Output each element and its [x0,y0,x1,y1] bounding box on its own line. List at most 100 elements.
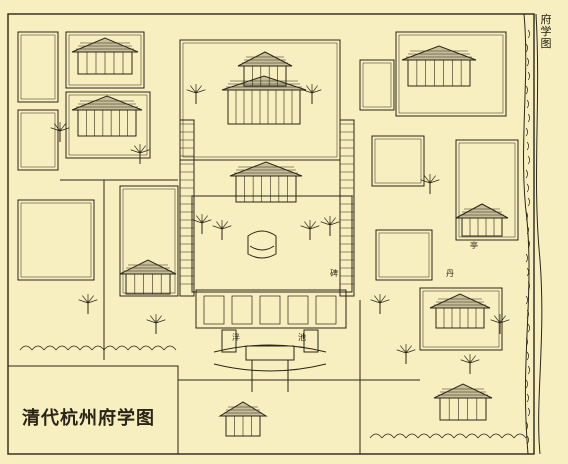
river-ripple [527,155,530,165]
shrub [417,433,431,439]
map-small-label: 池 [298,332,306,342]
tree-branch [469,355,476,364]
shrub [381,433,395,439]
left-house-3-inner-wall [20,202,92,278]
north-compound-wall [179,39,341,161]
tree-branch [195,89,206,94]
stele-right [303,329,319,353]
shrub [115,345,129,351]
river-ripple [525,295,528,305]
river-ripple [526,267,529,277]
shrub [489,433,503,439]
tree-branch [429,179,440,184]
tree-branch [50,127,61,132]
pan-pond-edge [213,363,327,372]
shrub [103,345,117,351]
right-house-3-inner-wall [374,138,422,184]
tree-branch [192,219,203,224]
left-top-temple-wall [65,31,145,89]
tree-branch [155,319,166,324]
river-ripple [527,407,530,417]
river-ripple [525,85,528,95]
tree-branch [190,85,197,94]
tree-branch [424,175,431,184]
south-small-hall-roof [218,401,268,417]
gate-door [203,295,225,325]
west-corridor [179,119,195,297]
shrub [513,433,527,439]
tree-branch [304,221,311,230]
shrub [477,433,491,439]
east-corridor [339,119,355,297]
left-mid-hall-body [77,109,137,137]
river-ripple [526,393,529,403]
central-court [191,195,353,293]
tree-branch [464,355,471,364]
tree-branch [195,85,202,94]
shrub [501,433,515,439]
tree-branch [212,225,223,230]
shrub [405,433,419,439]
tree-branch [320,221,331,226]
river-ripple [527,197,530,207]
gate-row [195,289,347,329]
tree-branch [139,145,146,154]
main-hall-upper-body [243,65,287,87]
shrub [151,345,165,351]
left-wing-hall-body [125,273,171,295]
tree-branch [400,345,407,354]
tree-branch [329,217,336,226]
right-house-4-wall [375,229,433,281]
river-ripple [525,253,528,263]
tree-branch [499,319,510,324]
tree-branch [490,319,501,324]
shrub [429,433,443,439]
left-house-2-inner-wall [20,112,56,168]
right-house-3-wall [371,135,425,187]
right-house-2-wall [455,139,519,241]
river-ripple [526,99,529,109]
shrub [465,433,479,439]
tree-branch [186,89,197,94]
river-ripple [525,211,528,221]
shrub [441,433,455,439]
north-compound-inner-wall [182,42,338,158]
tree-branch [405,349,416,354]
tree-branch [146,319,157,324]
shrub [453,433,467,439]
right-house-4-inner-wall [378,232,430,278]
right-south-hall-roof [429,293,491,309]
river-ripple [525,421,528,431]
tree-branch [309,225,320,230]
tree-branch [201,219,212,224]
tree-branch [201,215,208,224]
river-bank [535,13,543,455]
pan-pond-bridge [213,344,327,353]
river-ripple [527,281,530,291]
shrub [91,345,105,351]
shrub [393,433,407,439]
river-ripple [526,435,529,445]
tree-branch [494,315,501,324]
tree-branch [78,299,89,304]
river-ripple [527,29,530,39]
side-title-label: 府学图 [540,13,552,50]
shrub [163,345,177,351]
map-small-label: 碑 [330,268,338,278]
river-ripple [527,113,530,123]
tree-branch [396,349,407,354]
shrub [139,345,153,351]
map-small-label: 泮 [232,332,240,342]
right-house-1-inner-wall [362,62,392,108]
tree-branch [306,85,313,94]
right-south-compound-wall [419,287,503,351]
left-top-hall-roof [71,37,139,53]
right-small-hall-roof [455,203,509,219]
tree-branch [309,221,316,230]
left-wing-inner-wall [122,188,176,294]
tree-branch [216,221,223,230]
river-ripple [527,71,530,81]
stele-shield [247,230,277,259]
tree-branch [221,221,228,230]
right-top-temple-wall [395,31,507,117]
